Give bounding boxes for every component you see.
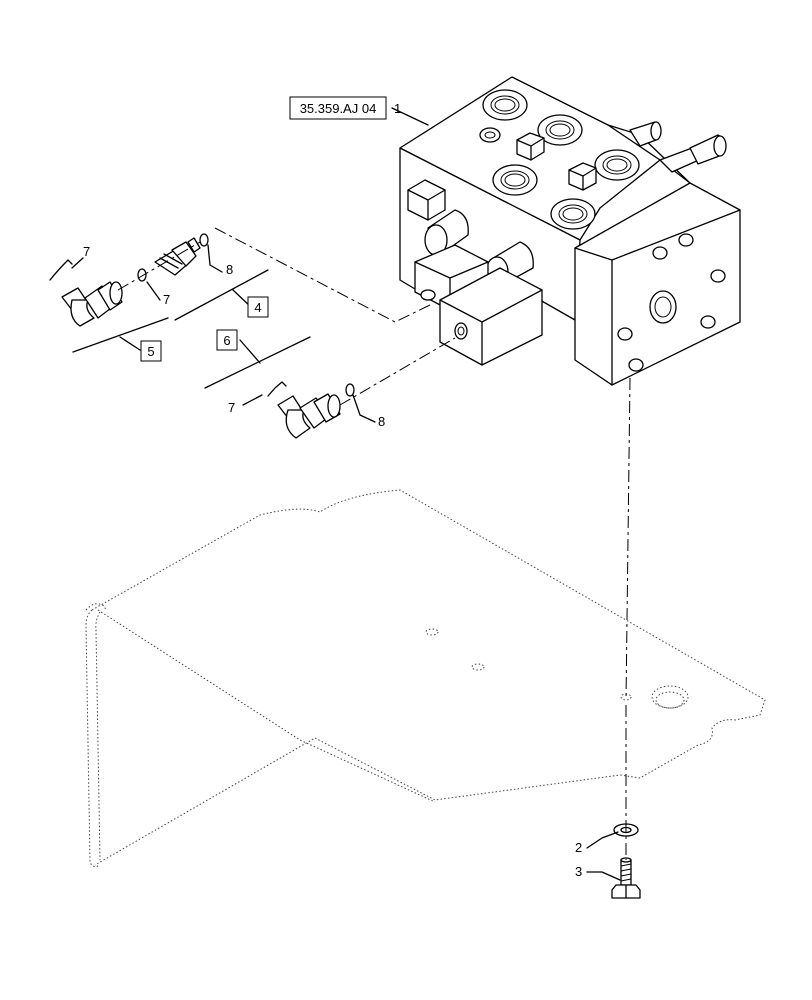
oring-upper-right [199,233,209,247]
upper-elbow-fitting [61,281,123,327]
bracket-6 [204,336,311,389]
mounting-plate [85,489,766,867]
svg-text:6: 6 [223,333,230,348]
callout-8-upper: 8 [226,262,233,277]
callout-3: 3 [575,864,582,879]
seal-upper-left [49,259,73,281]
svg-text:5: 5 [147,344,154,359]
lower-elbow-fitting [277,393,341,439]
bracket-5 [72,317,169,353]
connector-fitting [154,237,201,276]
callout-7-upper: 7 [83,244,90,259]
callout-8-lower: 8 [378,414,385,429]
oring-lower [345,383,355,397]
callout-box-5[interactable]: 5 [140,340,162,362]
callout-7-mid: 7 [163,292,170,307]
callout-1: 1 [394,101,401,116]
control-valve-assembly [399,76,741,386]
callout-2: 2 [575,840,582,855]
assembly-centerlines [117,227,631,860]
leader-lines [71,107,621,881]
seal-lower [267,381,287,397]
bolt [611,857,641,899]
callout-box-4[interactable]: 4 [247,296,269,318]
reference-box-label: 35.359.AJ 04 [300,101,377,116]
callout-7-lower: 7 [228,400,235,415]
oring-upper-mid [137,268,147,282]
svg-text:4: 4 [254,300,261,315]
reference-box[interactable]: 35.359.AJ 04 [289,96,387,120]
callout-box-6[interactable]: 6 [216,329,238,351]
